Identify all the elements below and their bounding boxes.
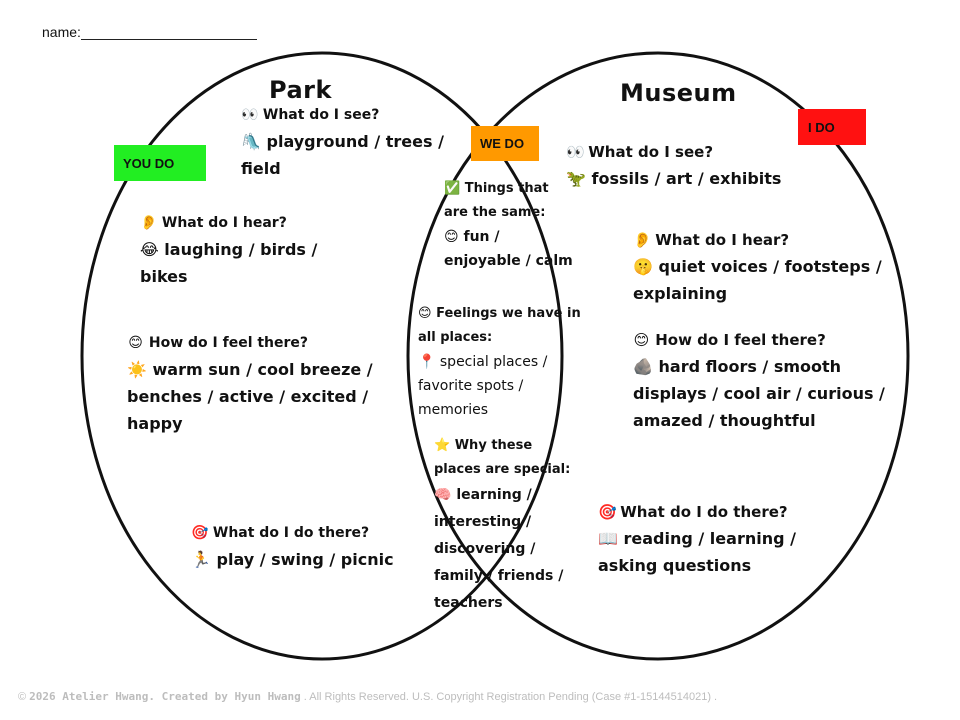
park-feel: 😊 How do I feel there? ☀️ warm sun / coo… xyxy=(127,330,377,437)
museum-feel-answer: hard floors / smooth displays / cool air… xyxy=(633,357,885,430)
pin-icon: 📍 xyxy=(418,354,436,370)
park-circle xyxy=(80,51,564,661)
copyright-icon: © xyxy=(18,691,27,703)
both-why-question: Why these places are special: xyxy=(434,438,571,477)
park-hear-question: What do I hear? xyxy=(161,215,287,231)
copyright-footer: © 2026 Atelier Hwang. Created by Hyun Hw… xyxy=(18,690,717,703)
smile-icon: 😊 xyxy=(444,229,459,245)
smile-icon: 😊 xyxy=(633,331,650,349)
target-icon: 🎯 xyxy=(191,525,209,541)
laughing-face-icon: 😂 xyxy=(140,240,159,259)
park-title: Park xyxy=(269,76,332,104)
eyes-icon: 👀 xyxy=(566,143,585,161)
rock-icon: 🪨 xyxy=(633,357,653,376)
park-do: 🎯 What do I do there? 🏃 play / swing / p… xyxy=(191,520,421,573)
museum-do-answer: reading / learning / asking questions xyxy=(598,529,796,575)
runner-icon: 🏃 xyxy=(191,550,211,569)
star-icon: ⭐ xyxy=(434,438,451,453)
museum-do: 🎯 What do I do there? 📖 reading / learni… xyxy=(598,499,858,579)
museum-circle xyxy=(406,51,910,661)
dinosaur-icon: 🦖 xyxy=(566,169,586,188)
both-same-question: Things that are the same: xyxy=(444,181,549,220)
slide-icon: 🛝 xyxy=(241,132,261,151)
shushing-face-icon: 🤫 xyxy=(633,257,653,276)
park-see-question: What do I see? xyxy=(262,107,380,123)
both-feel-answer: special places / favorite spots / memori… xyxy=(418,354,548,418)
museum-see-question: What do I see? xyxy=(588,143,714,161)
museum-title: Museum xyxy=(620,79,737,107)
museum-hear-answer: quiet voices / footsteps / explaining xyxy=(633,257,882,303)
eyes-icon: 👀 xyxy=(241,107,259,123)
park-feel-answer: warm sun / cool breeze / benches / activ… xyxy=(127,360,373,433)
park-do-question: What do I do there? xyxy=(212,525,370,541)
museum-do-question: What do I do there? xyxy=(620,503,788,521)
park-do-answer: play / swing / picnic xyxy=(216,550,394,569)
both-why: ⭐ Why these places are special: 🧠 learni… xyxy=(434,434,574,617)
museum-feel: 😊 How do I feel there? 🪨 hard floors / s… xyxy=(633,327,893,434)
brain-icon: 🧠 xyxy=(434,487,452,503)
park-hear-answer: laughing / birds / bikes xyxy=(140,240,318,286)
museum-feel-question: How do I feel there? xyxy=(655,331,826,349)
we-do-tag: WE DO xyxy=(471,126,539,161)
ear-icon: 👂 xyxy=(140,215,158,231)
both-same: ✅ Things that are the same: 😊 fun / enjo… xyxy=(444,177,574,273)
both-same-answer: fun / enjoyable / calm xyxy=(444,229,573,269)
book-icon: 📖 xyxy=(598,529,618,548)
target-icon: 🎯 xyxy=(598,503,617,521)
both-why-answer: learning / interesting / discovering / f… xyxy=(434,487,564,611)
smile-icon: 😊 xyxy=(418,306,432,321)
name-field[interactable]: name: xyxy=(42,24,257,40)
museum-see: 👀 What do I see? 🦖 fossils / art / exhib… xyxy=(566,139,836,192)
park-see: 👀 What do I see? 🛝 playground / trees / … xyxy=(241,102,461,182)
you-do-tag: YOU DO xyxy=(114,145,206,181)
check-icon: ✅ xyxy=(444,181,461,196)
sun-icon: ☀️ xyxy=(127,360,147,379)
i-do-tag: I DO xyxy=(798,109,866,145)
park-hear: 👂 What do I hear? 😂 laughing / birds / b… xyxy=(140,210,340,290)
footer-brand: 2026 Atelier Hwang. Created by Hyun Hwan… xyxy=(29,690,301,703)
name-label: name: xyxy=(42,24,81,40)
park-see-answer: playground / trees / field xyxy=(241,132,444,178)
museum-hear: 👂 What do I hear? 🤫 quiet voices / foots… xyxy=(633,227,908,307)
museum-see-answer: fossils / art / exhibits xyxy=(591,169,782,188)
smile-icon: 😊 xyxy=(128,335,143,351)
footer-rights: . All Rights Reserved. U.S. Copyright Re… xyxy=(303,691,718,703)
both-feel-question: Feelings we have in all places: xyxy=(418,306,581,345)
both-feel: 😊 Feelings we have in all places: 📍 spec… xyxy=(418,302,588,422)
museum-hear-question: What do I hear? xyxy=(655,231,790,249)
ear-icon: 👂 xyxy=(633,231,652,249)
park-feel-question: How do I feel there? xyxy=(148,335,309,351)
